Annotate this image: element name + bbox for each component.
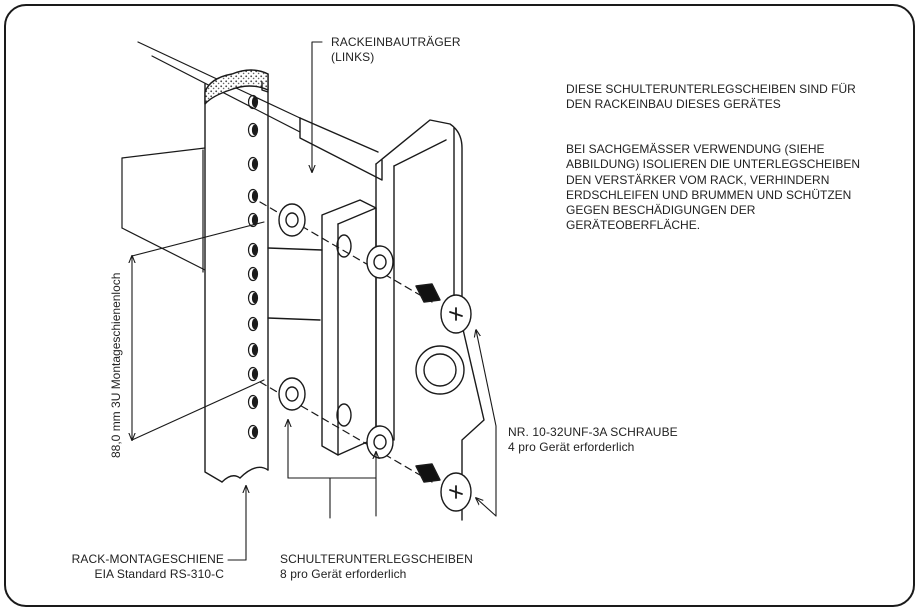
rail-hole	[247, 290, 259, 306]
rail-hole	[247, 156, 259, 172]
rail-hole	[247, 212, 259, 228]
rail-hole-shadow	[251, 344, 258, 356]
washer-label-line2: 8 pro Gerät erforderlich	[280, 567, 407, 581]
rack-frame-lines	[121, 41, 301, 273]
rail-hole	[247, 424, 259, 440]
rack-rail	[204, 69, 269, 483]
rail-hole	[247, 188, 259, 204]
screw-label-line2: 4 pro Gerät erforderlich	[508, 440, 635, 454]
alignment-lines	[259, 201, 433, 483]
rail-holes	[247, 94, 259, 440]
rail-hole-shadow	[251, 158, 258, 170]
rail-hole-shadow	[251, 292, 258, 304]
rail-hole-shadow	[251, 96, 258, 108]
washer-label: SCHULTERUNTERLEGSCHEIBEN 8 pro Gerät erf…	[280, 552, 473, 582]
diagram-frame	[4, 4, 915, 607]
note-details-line: GERÄTEOBERFLÄCHE.	[566, 218, 701, 233]
dimension-line	[132, 221, 265, 440]
note-details-line: BEI SACHGEMÄSSER VERWENDUNG (SIEHE	[566, 142, 825, 156]
note-details-line: ERDSCHLEIFEN UND BRUMMEN UND SCHÜTZEN	[566, 187, 852, 202]
note-details-line: GEGEN BESCHÄDIGUNGEN DER	[566, 203, 756, 218]
bracket-label-line2: (LINKS)	[331, 50, 375, 64]
rail-hole-shadow	[251, 396, 258, 408]
bracket-label: RACKEINBAUTRÄGER (LINKS)	[331, 35, 461, 65]
rail-hole-shadow	[251, 214, 258, 226]
leader-lines	[227, 41, 497, 561]
rail-hole-shadow	[251, 268, 258, 280]
rail-hole-shadow	[251, 190, 258, 202]
rail-hole-shadow	[251, 318, 258, 330]
knob	[415, 345, 465, 395]
rail-hole	[247, 342, 259, 358]
rail-hole	[247, 316, 259, 332]
rail-hole-shadow	[251, 368, 258, 380]
washers	[278, 203, 394, 459]
rail-label: RACK-MONTAGESCHIENE EIA Standard RS-310-…	[41, 552, 224, 582]
rail-hole	[247, 242, 259, 258]
dimension-label: 88,0 mm 3U Montageschienenloch	[109, 272, 123, 458]
rail-label-line2: EIA Standard RS-310-C	[94, 567, 224, 581]
rail-hole-shadow	[251, 244, 258, 256]
bracket-label-line1: RACKEINBAUTRÄGER	[331, 35, 461, 49]
screw-label-line1: NR. 10-32UNF-3A SCHRAUBE	[508, 425, 678, 439]
note-details-line: DEN VERSTÄRKER VOM RACK, VERHINDERN	[566, 172, 830, 187]
rail-hole	[247, 394, 259, 410]
note-details: BEI SACHGEMÄSSER VERWENDUNG (SIEHE ABBIL…	[566, 142, 860, 234]
rail-hole-shadow	[251, 124, 258, 136]
note-intro-line: DEN RACKEINBAU DIESES GERÄTES	[566, 97, 781, 112]
screw-label: NR. 10-32UNF-3A SCHRAUBE 4 pro Gerät erf…	[508, 425, 678, 455]
note-details-line: ABBILDUNG) ISOLIEREN DIE UNTERLEGSCHEIBE…	[566, 157, 861, 172]
rail-hole	[247, 94, 259, 110]
rail-hole-shadow	[251, 426, 258, 438]
rail-hole	[247, 366, 259, 382]
rail-label-line1: RACK-MONTAGESCHIENE	[71, 552, 224, 566]
rail-hole	[247, 122, 259, 138]
rail-hole	[247, 266, 259, 282]
washer-label-line1: SCHULTERUNTERLEGSCHEIBEN	[280, 552, 473, 566]
note-intro-line: DIESE SCHULTERUNTERLEGSCHEIBEN SIND FÜR	[566, 82, 856, 96]
screws	[415, 283, 472, 512]
note-intro: DIESE SCHULTERUNTERLEGSCHEIBEN SIND FÜR …	[566, 82, 856, 113]
